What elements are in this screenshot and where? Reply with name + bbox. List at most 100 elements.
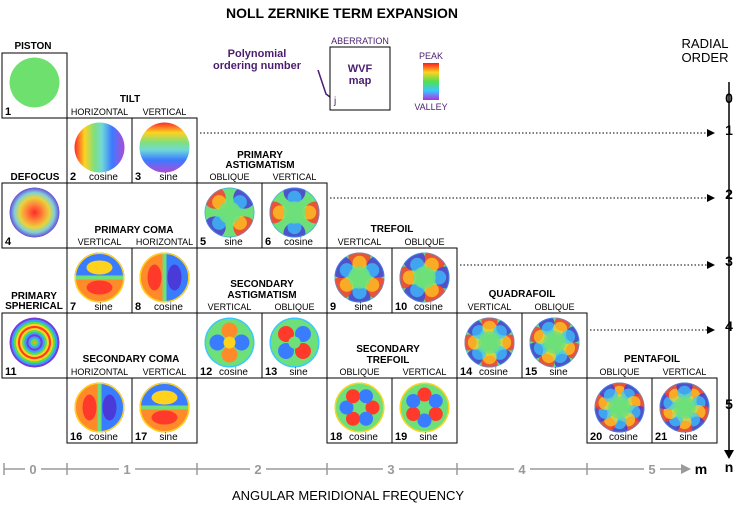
term-orientation: VERTICAL <box>78 237 122 247</box>
legend-index-symbol: j <box>333 96 336 107</box>
angular-axis-label: ANGULAR MERIDIONAL FREQUENCY <box>232 488 464 503</box>
term-number: 12 <box>200 366 212 378</box>
radial-order-label: 1 <box>725 122 733 138</box>
term-function: sine <box>289 367 308 378</box>
wavefront-map <box>334 382 385 433</box>
wavefront-map <box>139 382 190 433</box>
legend-valley-label: VALLEY <box>414 102 447 112</box>
term-function: cosine <box>89 432 118 443</box>
legend-peak-label: PEAK <box>419 51 443 61</box>
legend-pointer-text: Polynomial <box>228 48 287 60</box>
term-number: 14 <box>460 366 473 378</box>
term-orientation: VERTICAL <box>338 237 382 247</box>
radial-guides <box>200 129 715 334</box>
wavefront-map <box>269 317 320 368</box>
group-label-primary-coma: PRIMARY COMA <box>95 225 174 236</box>
radial-order-label: 4 <box>725 318 733 334</box>
radial-symbol: n <box>725 459 734 475</box>
wavefront-map <box>659 382 710 433</box>
term-function: sine <box>549 367 568 378</box>
group-label-secondary-trefoil: SECONDARY <box>356 344 420 355</box>
wavefront-map <box>74 252 125 303</box>
group-label-primary-astigmatism: ASTIGMATISM <box>225 160 294 171</box>
group-label-trefoil: TREFOIL <box>371 224 414 235</box>
term-orientation: HORIZONTAL <box>71 367 128 377</box>
angular-symbol: m <box>695 461 707 477</box>
term-orientation: VERTICAL <box>663 367 707 377</box>
term-function: sine <box>354 302 373 313</box>
term-function: sine <box>419 432 438 443</box>
radial-order-label: 3 <box>725 253 733 269</box>
term-function: sine <box>224 237 243 248</box>
term-number: 20 <box>590 431 602 443</box>
term-cell: 1 <box>1 52 68 119</box>
term-number: 19 <box>395 431 407 443</box>
angular-tick-label: 1 <box>123 462 130 477</box>
term-function: cosine <box>89 172 118 183</box>
group-label-secondary-trefoil: TREFOIL <box>367 355 410 366</box>
radial-guide-arrow <box>707 129 715 137</box>
wavefront-map <box>74 382 125 433</box>
term-orientation: VERTICAL <box>143 107 187 117</box>
angular-tick-label: 2 <box>254 462 261 477</box>
group-label-pentafoil: PENTAFOIL <box>624 354 680 365</box>
term-function: cosine <box>284 237 313 248</box>
term-number: 21 <box>655 431 667 443</box>
legend-color-bar <box>423 63 439 100</box>
term-number: 18 <box>330 431 342 443</box>
term-orientation: OBLIQUE <box>404 237 444 247</box>
legend-box-label: ABERRATION <box>331 36 389 46</box>
term-function: sine <box>94 302 113 313</box>
term-function: cosine <box>154 302 183 313</box>
term-orientation: OBLIQUE <box>599 367 639 377</box>
term-number: 8 <box>135 301 141 313</box>
term-cell: 20 cosine OBLIQUE <box>586 367 653 444</box>
page-title: NOLL ZERNIKE TERM EXPANSION <box>226 5 458 21</box>
legend: Polynomial ordering number ABERRATION WV… <box>213 36 448 112</box>
legend-aberration-box <box>329 46 391 111</box>
term-orientation: VERTICAL <box>143 367 187 377</box>
legend-box-text: WVF <box>348 63 373 75</box>
term-number: 2 <box>70 171 76 183</box>
wavefront-map <box>74 122 125 173</box>
term-function: cosine <box>609 432 638 443</box>
term-cell: 2 cosine HORIZONTAL <box>66 107 133 184</box>
term-orientation: OBLIQUE <box>339 367 379 377</box>
wavefront-map <box>594 382 645 433</box>
term-orientation: HORIZONTAL <box>71 107 128 117</box>
angular-tick-label: 4 <box>518 462 526 477</box>
wavefront-map <box>334 252 385 303</box>
term-number: 3 <box>135 171 141 183</box>
group-label-secondary-astigmatism: SECONDARY <box>230 279 294 290</box>
wavefront-map <box>204 317 255 368</box>
group-label-quadrafoil: QUADRAFOIL <box>489 289 556 300</box>
wavefront-map <box>529 317 580 368</box>
wavefront-map <box>9 317 60 368</box>
term-number: 1 <box>5 106 11 118</box>
term-function: sine <box>679 432 698 443</box>
term-function: cosine <box>349 432 378 443</box>
term-number: 5 <box>200 236 206 248</box>
term-orientation: OBLIQUE <box>534 302 574 312</box>
legend-pointer-text: ordering number <box>213 60 302 72</box>
term-orientation: VERTICAL <box>273 172 317 182</box>
radial-axis-label: ORDER <box>682 50 729 65</box>
wavefront-map <box>269 187 320 238</box>
term-orientation: OBLIQUE <box>209 172 249 182</box>
radial-order-label: 2 <box>725 186 733 202</box>
group-labels: PISTON TILT DEFOCUS PRIMARY ASTIGMATISM … <box>5 41 680 366</box>
